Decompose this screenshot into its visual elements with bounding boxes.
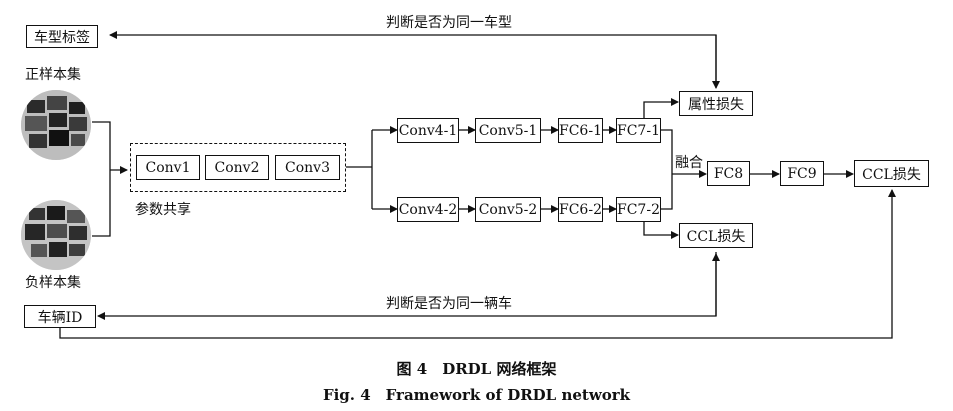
conv3-box: Conv3 — [275, 155, 340, 180]
attribute-loss-box: 属性损失 — [679, 91, 753, 116]
fc7-2-box: FC7-2 — [616, 197, 661, 222]
fc8-box: FC8 — [707, 161, 750, 186]
edge-id-to-final-ccl — [59, 189, 896, 339]
shared-params-group — [130, 143, 346, 192]
conv1-box: Conv1 — [136, 155, 200, 180]
conv5-1-box: Conv5-1 — [475, 118, 541, 143]
fc6-1-box: FC6-1 — [558, 118, 603, 143]
param-share-label: 参数共享 — [135, 202, 191, 218]
conv4-2-box: Conv4-2 — [397, 197, 459, 222]
negative-set-label: 负样本集 — [25, 275, 81, 291]
positive-set-label: 正样本集 — [25, 67, 81, 83]
caption-cn: 图 4 DRDL 网络框架 — [396, 360, 557, 378]
fc7-1-box: FC7-1 — [616, 118, 661, 143]
vehicle-id-box: 车辆ID — [24, 305, 96, 328]
edge-type-feedback — [109, 31, 717, 83]
ccl-loss-final-box: CCL损失 — [854, 160, 929, 187]
fc6-2-box: FC6-2 — [558, 197, 603, 222]
negative-sample-image — [21, 200, 91, 270]
fc9-box: FC9 — [780, 161, 824, 186]
positive-sample-image — [21, 90, 91, 160]
ccl-loss-branch-box: CCL损失 — [679, 223, 753, 248]
same-type-text: 判断是否为同一车型 — [386, 15, 512, 31]
conv4-1-box: Conv4-1 — [397, 118, 459, 143]
same-vehicle-text: 判断是否为同一辆车 — [386, 296, 512, 312]
conv5-2-box: Conv5-2 — [475, 197, 541, 222]
vehicle-type-label-box: 车型标签 — [26, 25, 98, 48]
fusion-label: 融合 — [675, 155, 703, 171]
conv2-box: Conv2 — [205, 155, 269, 180]
caption-en: Fig. 4 Framework of DRDL network — [322, 386, 631, 404]
